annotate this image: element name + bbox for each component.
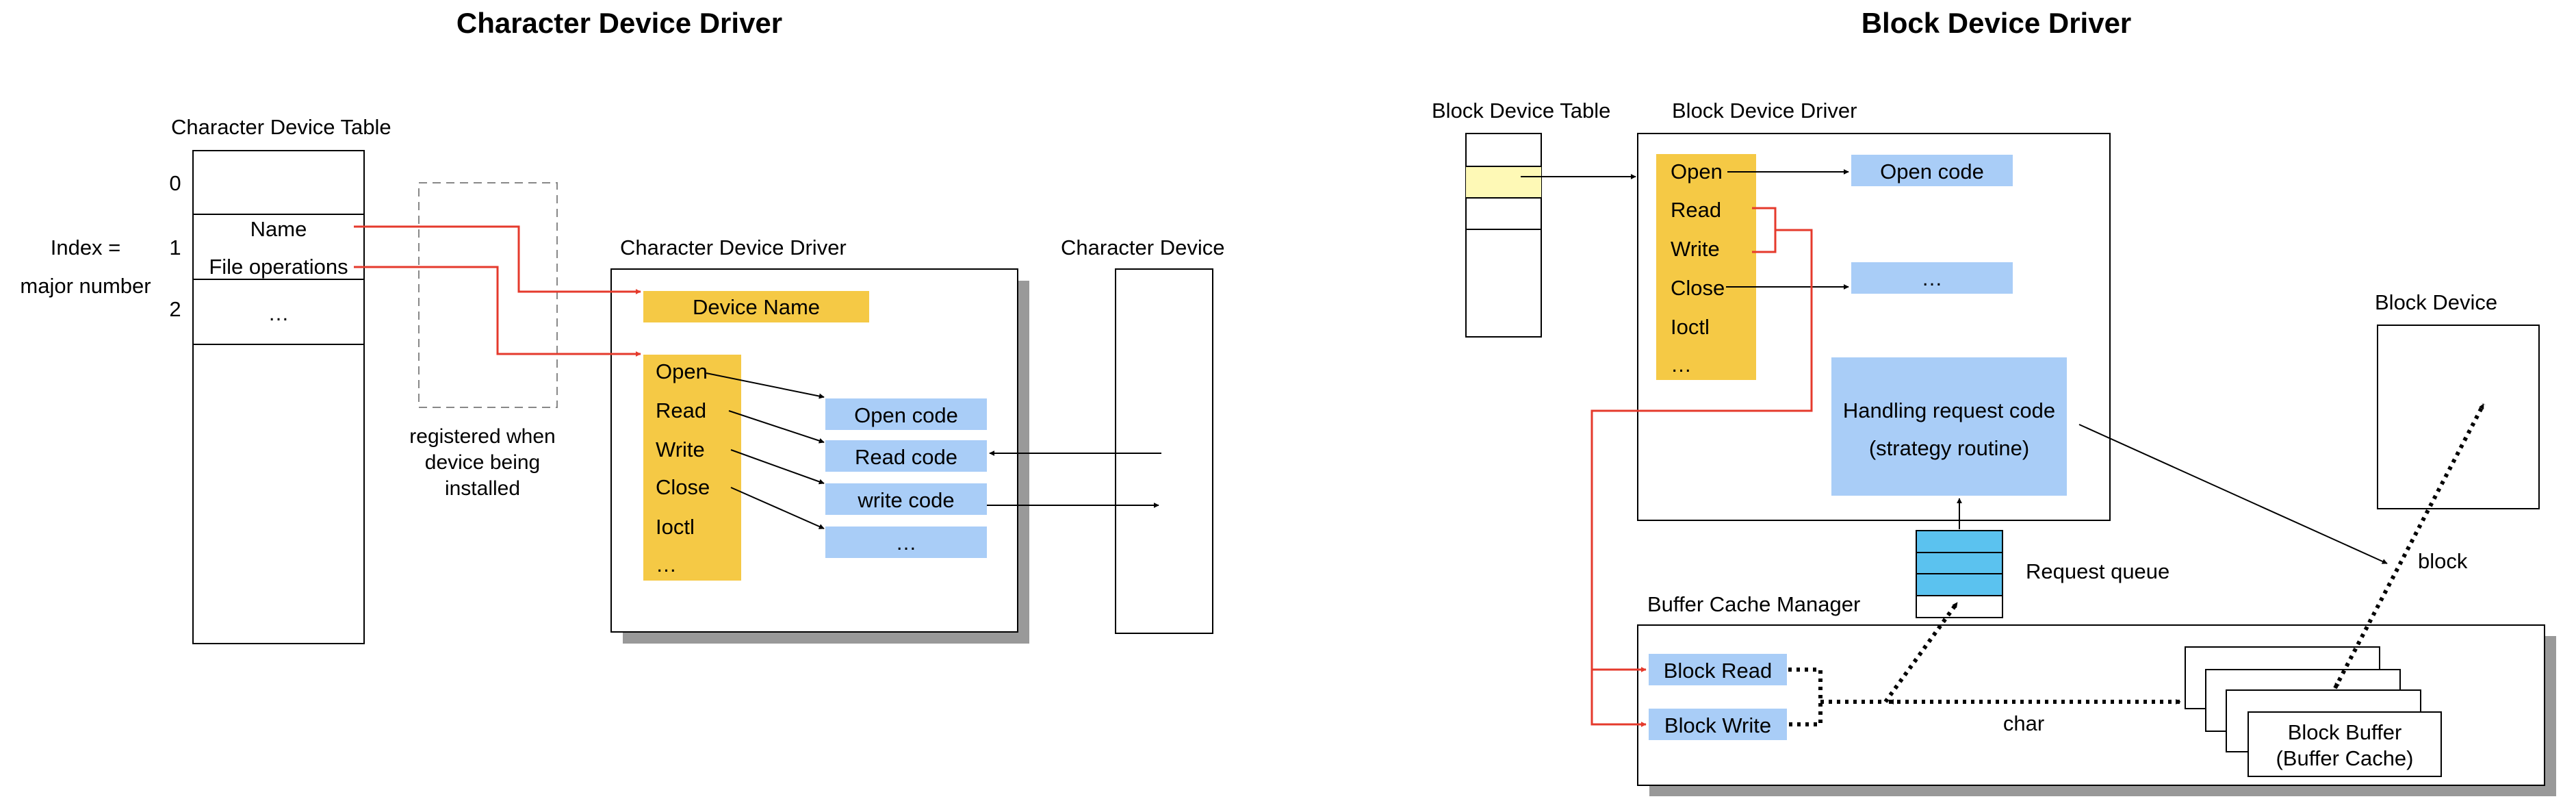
block-open-code-text: Open code	[1880, 160, 1984, 183]
char-op-read: Read	[656, 398, 706, 422]
block-section-title: Block Device Driver	[1862, 7, 2132, 39]
strategy-line2: (strategy routine)	[1869, 436, 2029, 460]
block-device-table	[1465, 133, 1542, 338]
block-more-code-box	[1851, 262, 2013, 294]
index-label-line1: Index =	[51, 236, 121, 259]
char-device-name-box	[643, 291, 869, 322]
block-buffer-line1: Block Buffer	[2288, 720, 2402, 744]
block-open-code-box	[1851, 155, 2013, 186]
block-device-section: Block Device Driver Block Device Table B…	[1432, 7, 2556, 796]
block-read-text: Block Read	[1664, 659, 1773, 683]
dotted-read-write-merge	[1788, 668, 1822, 726]
block-op-close: Close	[1671, 276, 1725, 300]
char-op-ioctl: Ioctl	[656, 515, 695, 539]
arrow-close-to-more-code	[730, 487, 825, 529]
block-write-box	[1649, 709, 1787, 740]
char-op-close: Close	[656, 475, 710, 499]
char-row-ellipsis: …	[268, 301, 289, 325]
char-read-code-box	[825, 440, 987, 472]
character-device-section: Character Device Driver Character Device…	[20, 7, 1224, 644]
char-driver-label: Character Device Driver	[620, 236, 847, 259]
char-op-ellipsis: …	[656, 553, 677, 576]
buffer-cache-manager-label: Buffer Cache Manager	[1647, 592, 1860, 616]
block-buffer-stack	[2185, 646, 2442, 777]
red-arrow-name-to-device-name	[354, 225, 641, 294]
block-op-ellipsis: …	[1671, 353, 1692, 377]
registered-note-line1: registered when	[409, 425, 555, 448]
strategy-line1: Handling request code	[1843, 398, 2055, 422]
char-row-index-2: 2	[169, 297, 181, 321]
registered-note-line2: device being	[425, 451, 540, 474]
strategy-routine-box	[1831, 357, 2067, 496]
char-op-write: Write	[656, 437, 705, 461]
char-row-file-operations: File operations	[209, 255, 348, 279]
red-arrow-connector	[1590, 229, 1813, 702]
block-read-box	[1649, 654, 1787, 685]
char-open-code-box	[825, 398, 987, 430]
char-write-code-box	[825, 483, 987, 515]
block-op-read: Read	[1671, 198, 1721, 222]
block-device-label: Block Device	[2375, 290, 2497, 314]
char-device-label: Character Device	[1061, 236, 1224, 259]
char-more-code-text: …	[896, 531, 917, 555]
block-buffer-line2: (Buffer Cache)	[2276, 746, 2413, 770]
char-device-box	[1115, 268, 1213, 634]
char-path-label: char	[2003, 711, 2044, 735]
char-op-open: Open	[656, 359, 708, 383]
red-arrow-fileops-to-ops	[354, 266, 641, 357]
request-queue	[1916, 530, 2003, 618]
block-table-label: Block Device Table	[1432, 99, 1610, 123]
block-op-write: Write	[1671, 237, 1720, 261]
index-label-line2: major number	[20, 274, 151, 298]
block-write-text: Block Write	[1664, 713, 1771, 737]
char-row-name: Name	[250, 217, 307, 241]
char-section-title: Character Device Driver	[456, 7, 782, 39]
block-more-code-text: …	[1922, 266, 1943, 290]
registration-dashed-box	[418, 182, 558, 408]
char-table-label: Character Device Table	[171, 115, 391, 139]
block-op-open: Open	[1671, 160, 1723, 183]
char-row-index-0: 0	[169, 171, 181, 195]
char-device-name-text: Device Name	[693, 295, 820, 319]
red-arrow-to-block-write	[1590, 702, 1647, 727]
arrow-strategy-to-block-device	[2078, 424, 2388, 564]
block-driver-label: Block Device Driver	[1672, 99, 1857, 123]
arrow-read-to-read-code	[728, 410, 825, 444]
char-row-index-1: 1	[169, 236, 181, 259]
block-device-box	[2377, 325, 2540, 509]
request-queue-label: Request queue	[2026, 559, 2169, 583]
char-device-table	[192, 150, 365, 644]
char-ops-box	[643, 355, 741, 581]
block-path-label: block	[2418, 549, 2468, 573]
block-ops-box	[1656, 154, 1756, 380]
block-op-ioctl: Ioctl	[1671, 315, 1710, 339]
char-write-code-text: write code	[857, 488, 954, 512]
arrow-write-to-write-code	[730, 449, 825, 485]
char-read-code-text: Read code	[855, 445, 957, 469]
char-open-code-text: Open code	[854, 403, 958, 427]
registered-note-line3: installed	[445, 477, 520, 500]
arrow-open-to-open-code	[706, 372, 825, 399]
char-more-code-box	[825, 526, 987, 558]
red-arrow-to-block-read	[1590, 667, 1647, 702]
